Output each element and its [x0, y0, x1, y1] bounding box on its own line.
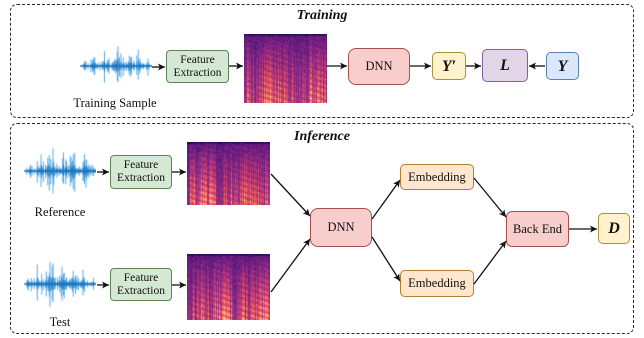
reference-embedding-box: Embedding: [400, 164, 474, 190]
reference-feature-extraction-label: Feature Extraction: [117, 159, 165, 184]
test-feature-extraction-box: Feature Extraction: [110, 268, 172, 301]
loss-box: L: [482, 49, 528, 82]
back-end-label: Back End: [513, 221, 562, 236]
prediction-box: Y′: [432, 52, 466, 80]
test-embedding-box: Embedding: [400, 270, 474, 297]
back-end-box: Back End: [506, 211, 569, 247]
training-title: Training: [296, 8, 348, 23]
inference-title: Inference: [294, 129, 350, 144]
arrow-test-embedding-to-back-end: [473, 240, 507, 285]
reference-spectrogram: [187, 142, 270, 205]
decision-symbol: D: [608, 220, 620, 237]
loss-symbol: L: [500, 57, 510, 74]
arrow-reference-spectrogram-to-dnn: [270, 173, 311, 217]
reference-embedding-label: Embedding: [408, 169, 466, 184]
test-spectrogram: [187, 254, 270, 320]
reference-waveform: [24, 140, 96, 202]
training-dnn-box: DNN: [348, 48, 410, 85]
training-sample-label: Training Sample: [73, 96, 157, 110]
training-panel: [10, 4, 634, 118]
test-feature-extraction-label: Feature Extraction: [117, 271, 165, 297]
reference-feature-extraction-box: Feature Extraction: [110, 155, 172, 189]
training-sample-waveform: [80, 37, 152, 95]
training-feature-extraction-label: Feature Extraction: [173, 53, 222, 79]
test-label: Test: [49, 315, 71, 329]
training-spectrogram: [244, 34, 327, 103]
reference-label: Reference: [34, 205, 86, 219]
training-dnn-label: DNN: [365, 59, 393, 73]
decision-box: D: [598, 213, 630, 244]
target-box: Y: [546, 52, 579, 80]
inference-panel: [10, 123, 634, 334]
inference-dnn-box: DNN: [310, 208, 372, 247]
test-embedding-label: Embedding: [408, 276, 466, 290]
prediction-symbol: Y′: [441, 57, 457, 75]
arrow-dnn-to-reference-embedding: [371, 179, 401, 220]
test-waveform: [24, 253, 96, 315]
arrow-test-spectrogram-to-dnn: [270, 238, 311, 293]
arrow-dnn-to-test-embedding: [371, 236, 401, 282]
inference-dnn-label: DNN: [327, 220, 355, 234]
target-symbol: Y: [557, 57, 568, 75]
training-feature-extraction-box: Feature Extraction: [166, 50, 229, 83]
arrow-reference-embedding-to-back-end: [473, 177, 507, 218]
